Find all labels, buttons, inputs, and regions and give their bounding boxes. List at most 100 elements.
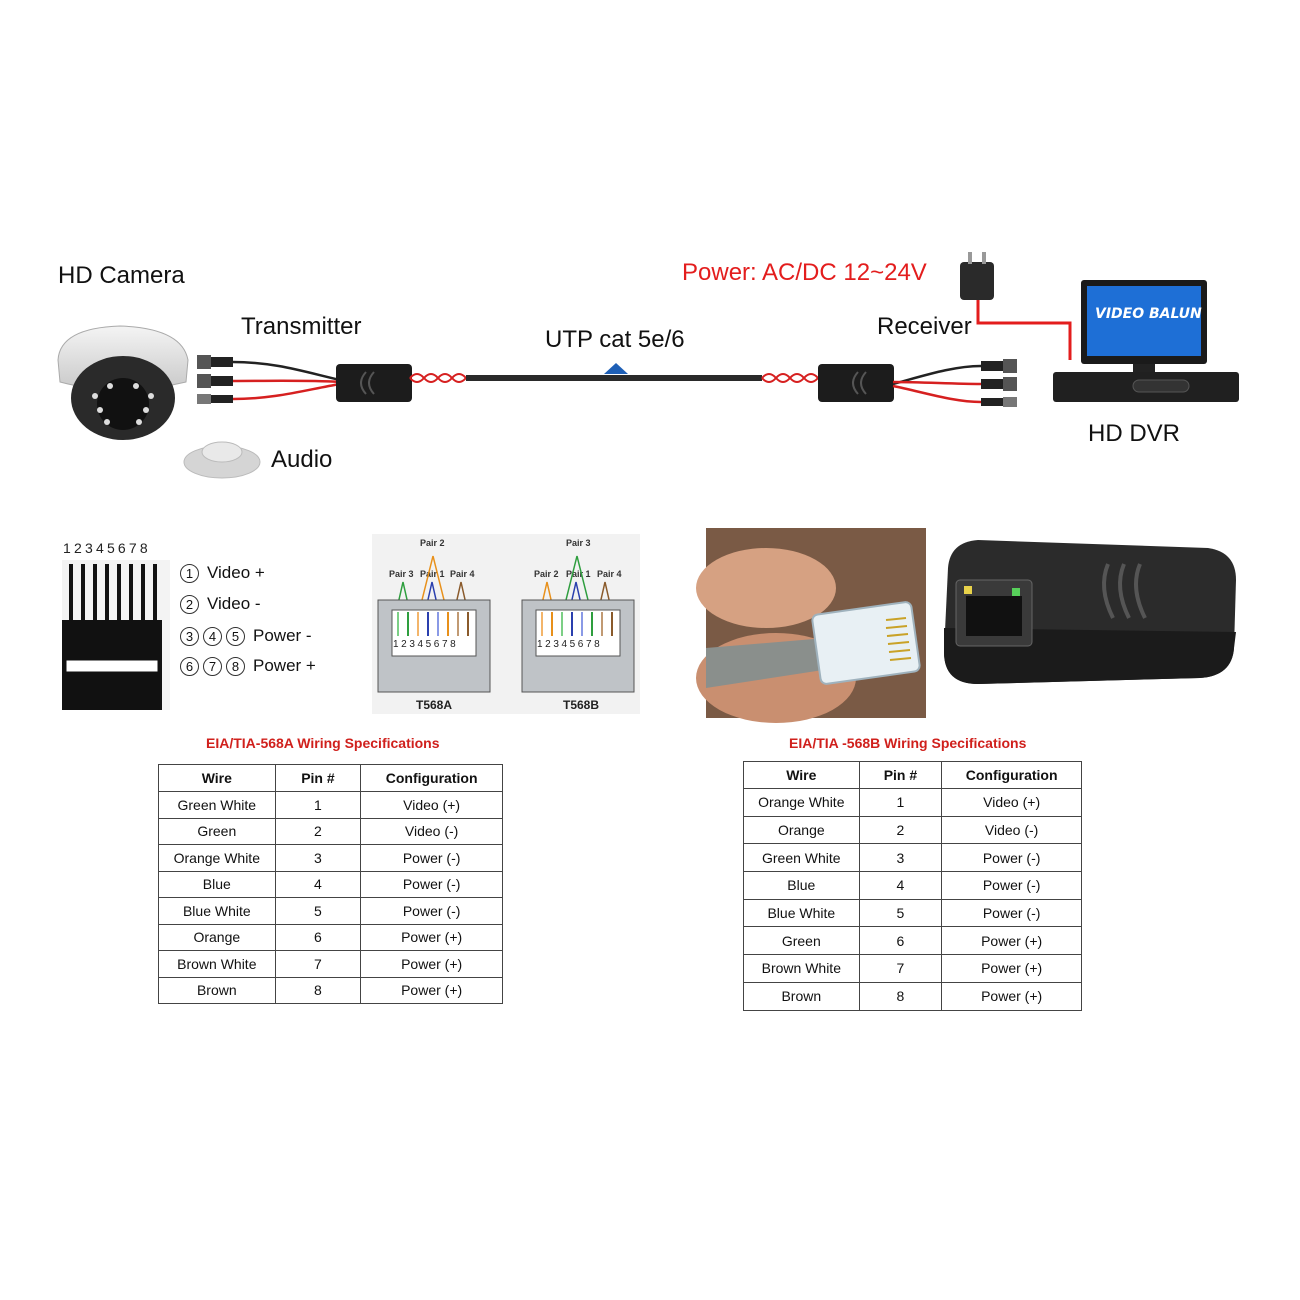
pin-cell: 1 (858, 788, 943, 817)
config-cell: Power (+) (941, 981, 1082, 1011)
legend-text: Video + (207, 563, 265, 582)
wire-cell: Orange White (158, 844, 276, 872)
t568a-pins: 12345678 (393, 639, 459, 650)
cable-arrow-icon (604, 363, 628, 374)
wire-cell: Brown (158, 976, 276, 1004)
config-cell: Power (+) (941, 926, 1082, 956)
table-row: Blue 4 Power (-) (158, 870, 503, 898)
table-row: Orange White 3 Power (-) (158, 844, 503, 872)
pin-circle: 5 (226, 626, 245, 646)
legend-row-video-plus: 1 Video + (180, 563, 265, 583)
legend-row-power-plus: 6 7 8 Power + (180, 656, 316, 676)
t568a-label: T568A (416, 698, 453, 712)
pin-cell: 6 (274, 923, 362, 951)
pin-cell: 5 (858, 898, 943, 928)
pin-cell: 5 (274, 897, 362, 925)
receiver-label: Receiver (877, 313, 972, 340)
t568a-pair-left: Pair 3 (389, 569, 414, 579)
dvr-screen-text: VIDEO BALUN (1095, 306, 1202, 322)
config-cell: Power (+) (941, 954, 1082, 983)
config-cell: Power (+) (360, 950, 503, 978)
config-cell: Power (-) (360, 844, 503, 872)
balun-photo (944, 540, 1236, 684)
pin-cell: 2 (274, 817, 362, 845)
pin-cell: 8 (274, 976, 362, 1004)
config-cell: Video (-) (941, 815, 1082, 845)
pin-cell: 1 (274, 791, 362, 819)
pin-cell: 6 (858, 926, 943, 956)
spec-a-table: Wire Pin # Configuration Green White 1 V… (158, 764, 503, 1004)
legend-row-video-minus: 2 Video - (180, 594, 261, 614)
pin-cell: 4 (858, 871, 943, 900)
wire-cell: Blue (158, 870, 276, 898)
header-wire: Wire (743, 761, 860, 789)
wire-cell: Blue White (743, 898, 860, 928)
pin-cell: 7 (274, 950, 362, 978)
spec-b-title: EIA/TIA -568B Wiring Specifications (789, 735, 1027, 751)
t568b-pins: 12345678 (537, 639, 603, 650)
t568b-pair-right: Pair 4 (597, 569, 622, 579)
legend-row-power-minus: 3 4 5 Power - (180, 626, 312, 646)
header-configuration: Configuration (360, 764, 503, 792)
table-row: Orange 6 Power (+) (158, 923, 503, 951)
t568a-pair-right: Pair 4 (450, 569, 475, 579)
pin-circle: 1 (180, 563, 199, 583)
cable-label: UTP cat 5e/6 (545, 326, 685, 353)
t568b-label: T568B (563, 698, 600, 712)
t568a-pair-top: Pair 2 (420, 538, 445, 548)
rj45-plug-photo (696, 528, 926, 723)
table-row: Green White 1 Video (+) (158, 791, 503, 819)
table-row: Orange 2 Video (-) (743, 815, 1082, 845)
table-row: Orange White 1 Video (+) (743, 788, 1082, 817)
wire-cell: Brown White (158, 950, 276, 978)
table-row: Green 6 Power (+) (743, 926, 1082, 956)
header-pin: Pin # (274, 764, 362, 792)
pin-numbers: 12345678 (63, 540, 151, 556)
wire-cell: Green White (158, 791, 276, 819)
table-row: Brown White 7 Power (+) (158, 950, 503, 978)
config-cell: Power (+) (360, 976, 503, 1004)
table-row: Brown 8 Power (+) (158, 976, 503, 1004)
wire-cell: Orange (743, 815, 860, 845)
pin-cell: 8 (858, 981, 943, 1011)
transmitter-label: Transmitter (241, 313, 362, 340)
config-cell: Power (-) (360, 897, 503, 925)
table-row: Blue 4 Power (-) (743, 871, 1082, 900)
receiver-box (818, 364, 894, 402)
header-pin: Pin # (858, 761, 943, 789)
config-cell: Video (+) (360, 791, 503, 819)
utp-cable (409, 373, 819, 383)
wire-cell: Brown (743, 981, 860, 1011)
legend-text: Power + (253, 656, 316, 675)
legend-text: Power - (253, 626, 312, 645)
pin-cell: 3 (274, 844, 362, 872)
dome-camera-icon (57, 325, 189, 440)
pin-circle: 7 (203, 656, 222, 676)
table-row: Blue White 5 Power (-) (158, 897, 503, 925)
table-row: Green 2 Video (-) (158, 817, 503, 845)
power-label: Power: AC/DC 12~24V (682, 259, 927, 286)
wire-cell: Green (158, 817, 276, 845)
table-row: Blue White 5 Power (-) (743, 898, 1082, 928)
power-adapter-icon (960, 252, 1072, 360)
t568b-jack (521, 555, 635, 693)
t568b-pair-left: Pair 2 (534, 569, 559, 579)
dvr-icon (1053, 280, 1239, 402)
wire-cell: Green White (743, 843, 860, 873)
header-configuration: Configuration (941, 761, 1082, 789)
pin-circle: 3 (180, 626, 199, 646)
pin-circle: 8 (226, 656, 245, 676)
wire-cell: Green (743, 926, 860, 956)
legend-text: Video - (207, 594, 261, 613)
wire-cell: Orange (158, 923, 276, 951)
pin-circle: 6 (180, 656, 199, 676)
config-cell: Power (+) (360, 923, 503, 951)
t568a-pair-mid: Pair 1 (420, 569, 445, 579)
wire-cell: Blue (743, 871, 860, 900)
pin-cell: 7 (858, 954, 943, 983)
audio-label: Audio (271, 446, 333, 473)
wire-cell: Brown White (743, 954, 860, 983)
config-cell: Power (-) (360, 870, 503, 898)
rj45-plug-icon (62, 560, 170, 710)
pin-circle: 4 (203, 626, 222, 646)
